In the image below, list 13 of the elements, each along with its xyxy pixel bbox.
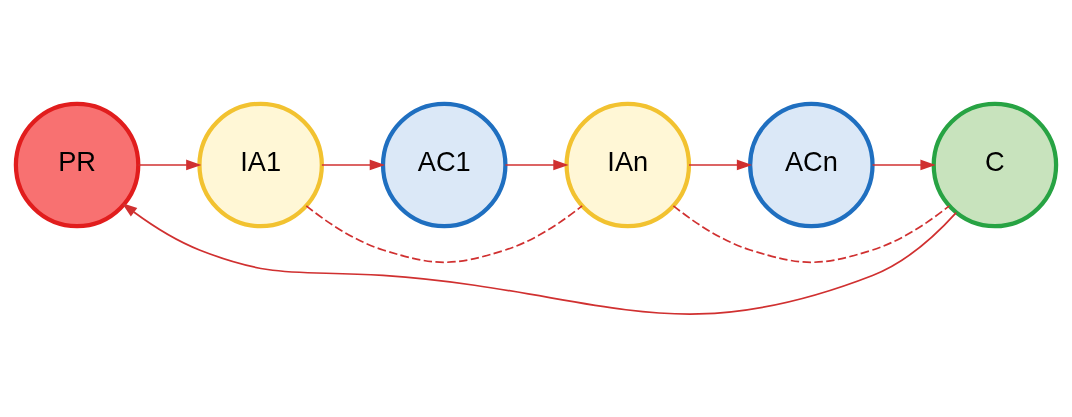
- arrow: [504, 159, 569, 170]
- node-circle: C: [931, 101, 1059, 228]
- node-circle: ACn: [748, 101, 875, 228]
- arrow: [137, 159, 202, 170]
- node-circle: IA1: [197, 101, 324, 228]
- arrow: [688, 159, 753, 170]
- arrow: [321, 159, 386, 170]
- node-circle: AC1: [380, 101, 508, 228]
- arrow: [121, 202, 958, 315]
- connector: [305, 204, 583, 263]
- node-circle: IAn: [564, 101, 692, 228]
- connector: [672, 204, 951, 263]
- arrow: [871, 159, 936, 170]
